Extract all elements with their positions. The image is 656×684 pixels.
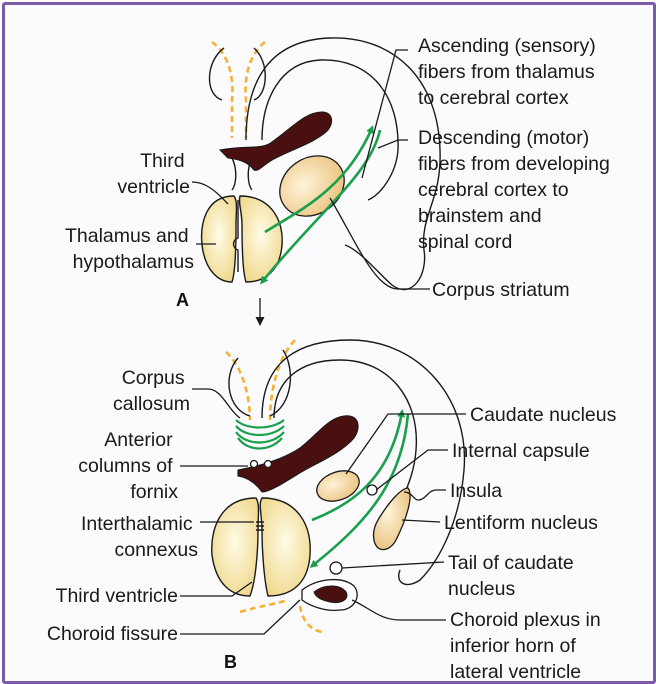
- leader-choroid-plexus: [352, 600, 446, 620]
- label-ascending-fibers: Ascending (sensory) fibers from thalamus…: [418, 35, 601, 109]
- leader-lentiform: [402, 520, 440, 522]
- label-tail-of-caudate: Tail of caudate nucleus: [448, 552, 579, 600]
- label-choroid-fissure: Choroid fissure: [47, 623, 178, 645]
- label-anterior-columns: Anterior columns of fornix: [78, 429, 178, 503]
- panel-a-drawing: [202, 38, 441, 290]
- fornix-right: [265, 461, 272, 468]
- label-choroid-plexus: Choroid plexus in inferior horn of later…: [450, 609, 606, 683]
- label-thalamus-a: Thalamus and hypothalamus: [65, 225, 194, 273]
- label-descending-fibers: Descending (motor) fibers from developin…: [418, 127, 615, 253]
- leader-descending: [378, 140, 408, 148]
- medial-contour-a: [209, 48, 265, 100]
- label-caudate-nucleus: Caudate nucleus: [470, 404, 617, 426]
- label-insula: Insula: [450, 480, 502, 502]
- label-corpus-striatum: Corpus striatum: [432, 279, 570, 301]
- labels-panel-b: Corpus callosum Anterior columns of forn…: [47, 367, 617, 683]
- label-internal-capsule: Internal capsule: [452, 440, 590, 462]
- internal-capsule-point: [367, 485, 377, 495]
- tail-of-caudate-b: [330, 562, 342, 574]
- panel-b-drawing: [212, 340, 465, 632]
- label-lentiform-nucleus: Lentiform nucleus: [444, 512, 598, 534]
- corpus-striatum-a: [268, 144, 356, 229]
- label-corpus-callosum: Corpus callosum: [113, 367, 190, 415]
- leader-choroid-fissure: [180, 600, 300, 634]
- thalamus-right-b: [260, 498, 310, 596]
- label-third-ventricle-a: Third ventricle: [117, 150, 190, 198]
- thalamus-left-a: [202, 196, 237, 282]
- leader-corpus-striatum: [330, 198, 430, 289]
- leader-tail-caudate: [342, 562, 444, 568]
- thalamus-right-a: [239, 196, 282, 282]
- thalamus-left-b: [212, 498, 259, 596]
- panel-label-b: B: [224, 652, 237, 672]
- leader-corpus-callosum: [192, 389, 240, 418]
- panel-label-a: A: [176, 290, 189, 310]
- roof-plate-dashed-line: [212, 42, 265, 138]
- label-interthalamic: Interthalamic connexus: [81, 513, 198, 561]
- label-third-ventricle-b: Third ventricle: [56, 585, 178, 607]
- corpus-callosum-fibers: [236, 420, 284, 449]
- fornix-left: [251, 461, 258, 468]
- caudate-nucleus-b: [313, 465, 364, 506]
